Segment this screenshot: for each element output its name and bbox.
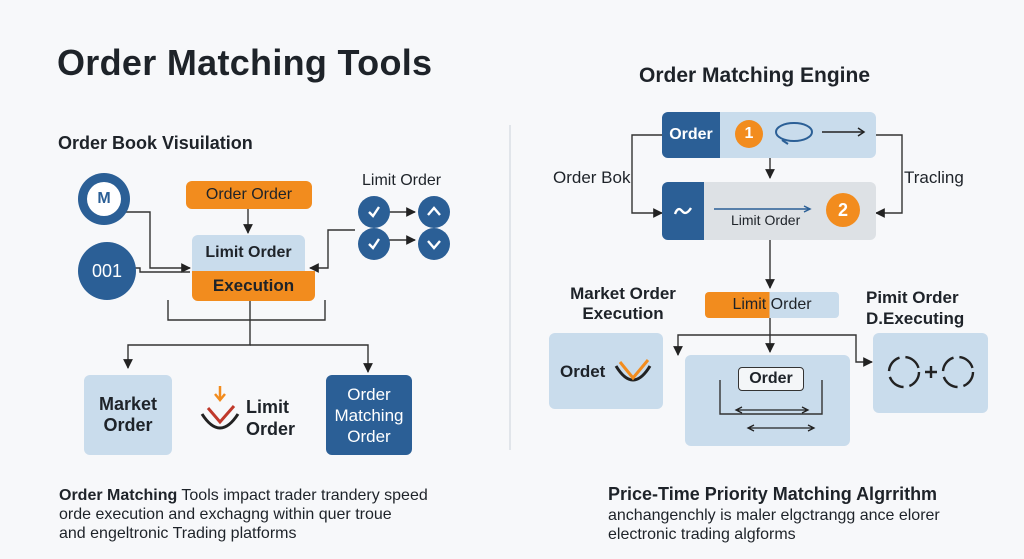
order-label-box: Order [662,112,720,158]
ordet-label: Ordet [560,362,606,381]
check-icon-2 [358,228,390,260]
right-description-line2: electronic trading algforms [608,526,796,543]
page-title: Order Matching Tools [57,42,433,83]
check-icon [358,196,390,228]
limit-order-top-label: Limit Order [362,172,442,189]
market-order-execution-label: Market Order Execution [570,284,676,323]
dashed-plus-icon [882,352,980,392]
left-description-bold: Order Matching [59,487,178,504]
step-1-badge: 1 [735,120,763,148]
order-matching-order-box: Order Matching Order [326,375,412,455]
left-description-line3: and engeltronic Trading platforms [59,525,297,542]
number-badge: 001 [78,242,136,300]
order-order-pill: Order Order [186,181,312,209]
chevron-up-icon [418,196,450,228]
ordet-check-icon [612,354,654,388]
right-description: anchangenchly is maler elgctrangg ance e… [608,506,1008,544]
order-bok-label: Order Bok [553,168,631,187]
execution-box: Execution [192,271,315,301]
pimit-order-label: Pimit Order D.Executing [866,288,965,328]
order-inner-box: Order [738,367,804,391]
limit-order-icon-label: Limit Order [246,397,296,439]
right-description-line1: anchangenchly is maler elgctrangg ance e… [608,507,940,524]
limit-order-icon [198,384,242,442]
algorithm-title: Price-Time Priority Matching Algrrithm [608,484,938,504]
limit-row-arrow [714,200,814,213]
order-book-subtitle: Order Book Visuilation [58,133,253,153]
link-icon [662,182,704,240]
engine-title: Order Matching Engine [639,64,871,87]
step-2-badge: 2 [826,193,860,227]
m-badge: M [78,173,130,225]
m-badge-label: M [87,182,121,216]
limit-order-box: Limit Order [192,235,305,271]
limit-order-bar-label: Limit Order [732,296,812,313]
limit-order-mid-label: Limit Order [731,212,801,228]
order-swap-arrows [718,380,824,432]
left-description-line2: orde execution and exchagng within quer … [59,506,392,523]
left-description-line1: Tools impact trader trandery speed [177,487,428,504]
loop-arrow-icon [774,120,870,148]
left-description: Order Matching Tools impact trader trand… [59,486,499,543]
chevron-down-icon [418,228,450,260]
limit-order-bar [705,292,839,318]
market-order-box: Market Order [84,375,172,455]
tracling-label: Tracling [904,168,964,187]
ordet-box [549,333,663,409]
